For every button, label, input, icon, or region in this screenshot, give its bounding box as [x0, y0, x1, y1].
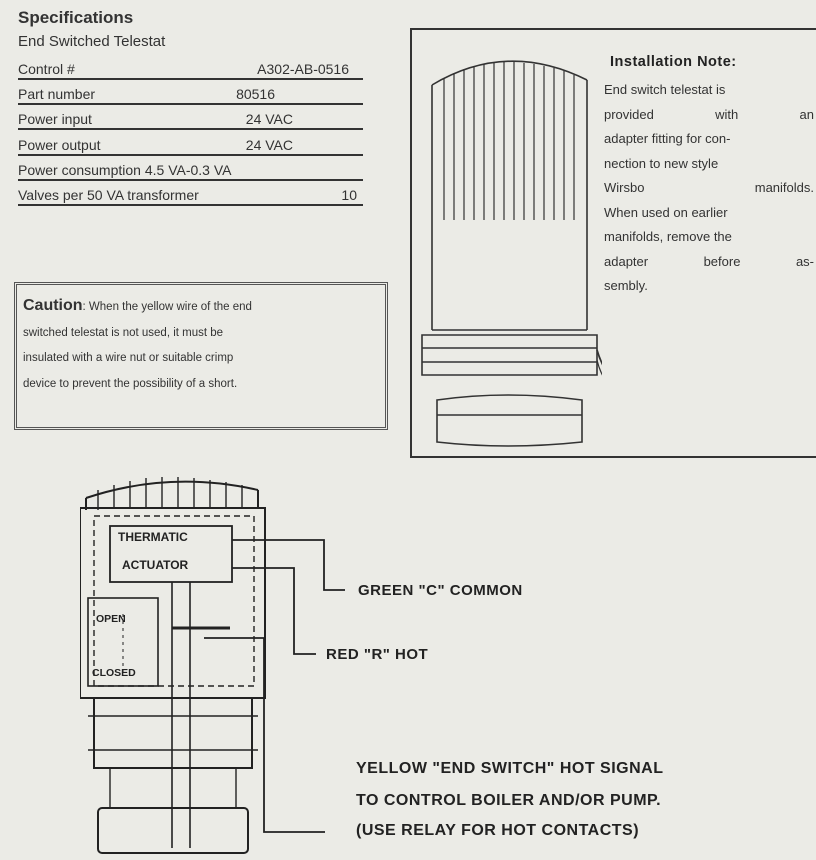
spec-row-control: Control # A302-AB-0516 [18, 58, 363, 80]
actuator-label-line1: THERMATIC [118, 530, 188, 544]
specifications-title: Specifications [18, 8, 134, 27]
spec-row-power-output: Power output 24 VAC [18, 134, 363, 156]
wiring-diagram [80, 477, 345, 854]
spec-row-power-consumption: Power consumption 4.5 VA-0.3 VA [18, 159, 363, 181]
spec-row-valves-per-transformer: Valves per 50 VA transformer 10 [18, 184, 363, 206]
installation-line: adapter fitting for con- [604, 131, 731, 146]
installation-line: provided with an [604, 103, 814, 128]
caution-box: Caution: When the yellow wire of the end… [14, 282, 388, 430]
installation-line: sembly. [604, 278, 648, 293]
installation-note-body: End switch telestat is provided with an ad… [604, 78, 814, 299]
spec-label: Power consumption 4.5 VA-0.3 VA [18, 162, 232, 178]
yellow-wire-label-line2: TO CONTROL BOILER AND/OR PUMP. [356, 792, 662, 809]
spec-value: A302-AB-0516 [257, 61, 349, 77]
caution-line-4: device to prevent the possibility of a s… [23, 377, 238, 390]
spec-label: Power input [18, 111, 92, 127]
word: as- [795, 253, 814, 269]
specifications-subtitle: End Switched Telestat [18, 33, 166, 50]
spec-value: 24 VAC [245, 111, 293, 127]
installation-line: nection to new style [604, 155, 719, 171]
word: Wirsbo [604, 180, 645, 195]
installation-line: Wirsbo manifolds. [604, 176, 814, 201]
spec-value: 10 [341, 187, 357, 203]
red-wire-label: RED "R" HOT [326, 646, 429, 663]
installation-note-title: Installation Note: [610, 54, 737, 70]
word: with [715, 106, 739, 122]
word: provided [604, 106, 654, 122]
closed-label: CLOSED [92, 667, 136, 679]
telestat-illustration [421, 60, 602, 447]
word: manifolds. [754, 180, 814, 195]
spec-label: Part number [18, 86, 96, 102]
word: before [703, 253, 741, 269]
spec-label: Power output [18, 137, 101, 153]
open-label: OPEN [96, 613, 126, 625]
installation-panel [410, 28, 816, 458]
green-wire-label: GREEN "C" COMMON [358, 582, 523, 599]
installation-line: End switch telestat is [604, 82, 726, 97]
installation-line: manifolds, remove the [604, 229, 732, 244]
caution-heading: Caution [23, 297, 83, 314]
spec-label: Control # [18, 61, 75, 77]
caution-line-3: insulated with a wire nut or suitable cr… [23, 352, 234, 364]
word: an [799, 106, 814, 122]
caution-text: : When the yellow wire of the end [82, 301, 252, 313]
spec-label: Valves per 50 VA transformer [18, 187, 199, 203]
yellow-wire-label-line1: YELLOW "END SWITCH" HOT SIGNAL [356, 760, 664, 777]
spec-value: 80516 [236, 86, 275, 102]
caution-line-1: Caution: When the yellow wire of the end [23, 293, 379, 321]
installation-line: adapter before as- [604, 250, 814, 275]
word: adapter [604, 253, 649, 269]
spec-row-power-input: Power input 24 VAC [18, 108, 363, 130]
yellow-wire-label-line3: (USE RELAY FOR HOT CONTACTS) [356, 822, 640, 839]
installation-line: When used on earlier [604, 204, 728, 220]
actuator-label-line2: ACTUATOR [122, 558, 189, 572]
caution-line-2: switched telestat is not used, it must b… [23, 326, 224, 339]
spec-value: 24 VAC [245, 137, 293, 153]
spec-row-part-number: Part number 80516 [18, 83, 363, 105]
